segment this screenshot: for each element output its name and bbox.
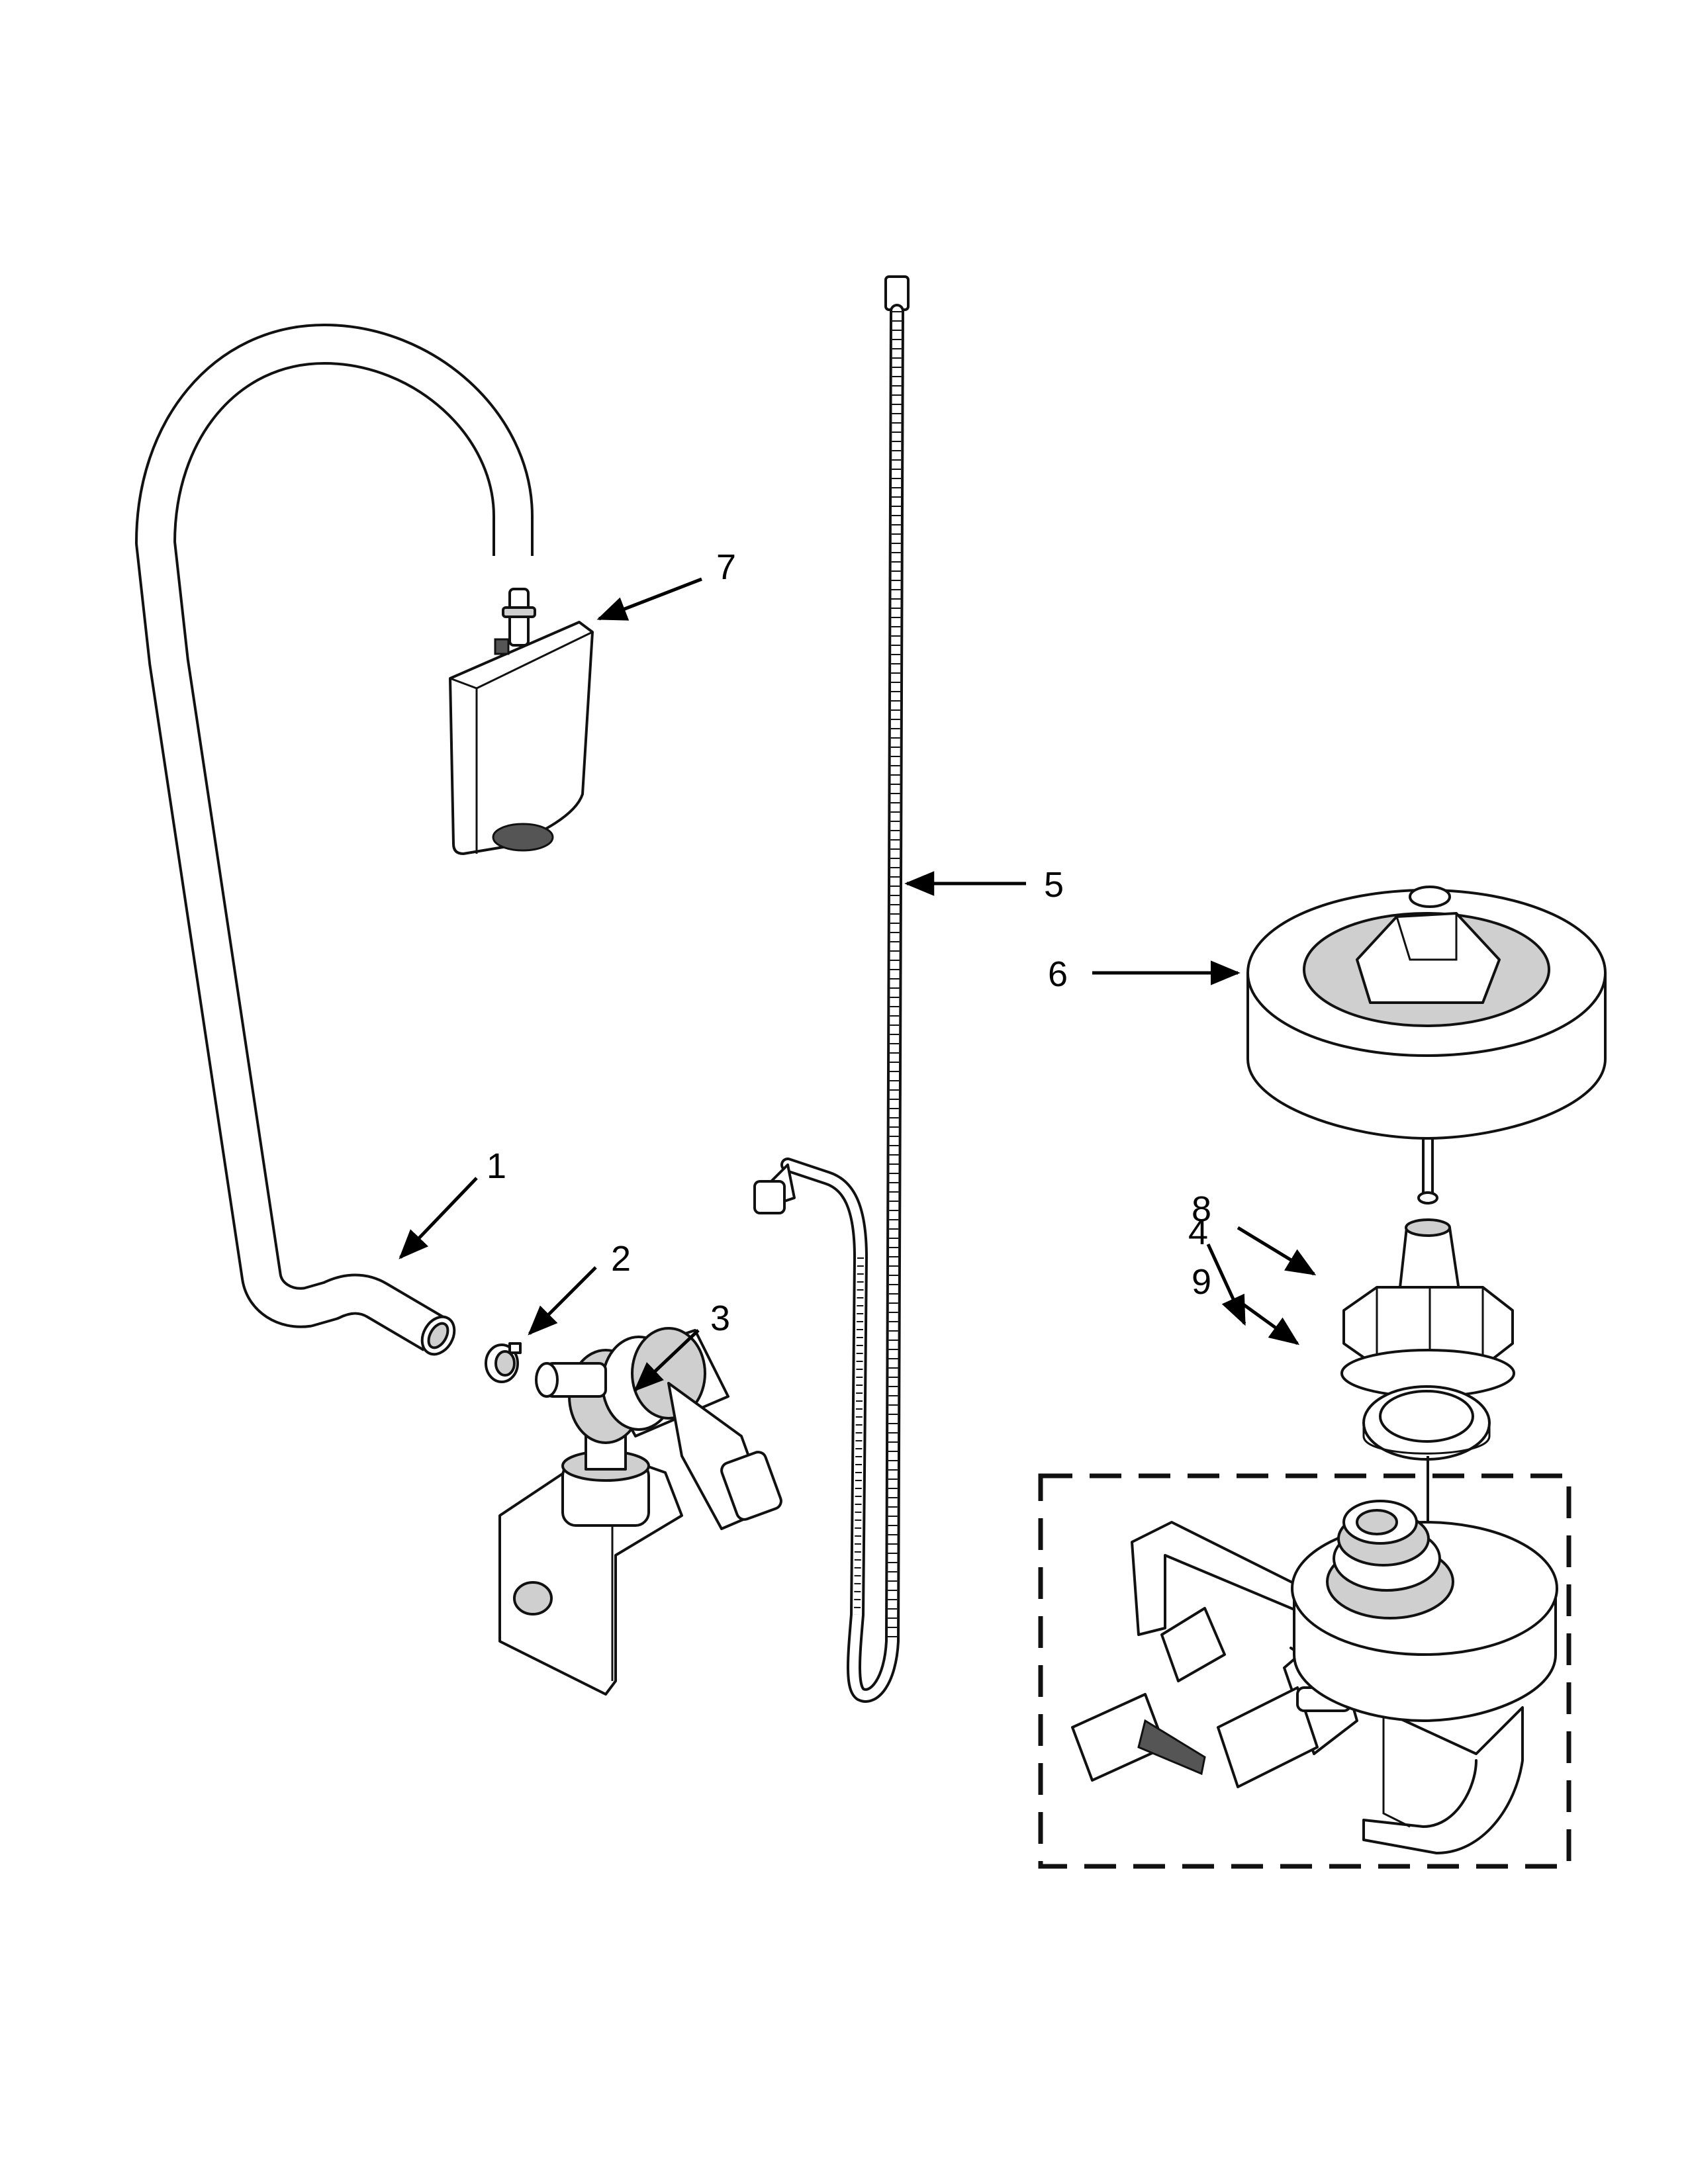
assembly-group-box <box>1038 1473 1571 1869</box>
leader-7 <box>596 577 702 621</box>
callout-3: 3 <box>710 1298 730 1338</box>
part-3-inlet-valve[interactable] <box>498 1327 783 1696</box>
callout-labels: 1 2 3 4 5 6 7 8 9 <box>487 547 1211 1338</box>
leader-9 <box>1237 1298 1300 1345</box>
part-8-nut-fitting[interactable] <box>1340 1218 1515 1398</box>
part-9-seal-ring[interactable] <box>1362 1385 1491 1461</box>
part-2-hose-clamp[interactable] <box>485 1342 522 1383</box>
part-1-drain-hose[interactable] <box>135 324 534 1360</box>
callout-leaders <box>399 577 1317 1392</box>
callout-8: 8 <box>1192 1189 1211 1229</box>
leader-3 <box>633 1329 700 1392</box>
part-6-float-cap[interactable] <box>1246 886 1607 1205</box>
leader-1 <box>399 1177 478 1259</box>
callout-4: 4 <box>1188 1212 1208 1252</box>
part-4-flood-switch-assembly[interactable] <box>1038 1473 1571 1869</box>
callout-6: 6 <box>1048 954 1068 994</box>
callout-2: 2 <box>611 1239 631 1279</box>
part-5-supply-tube[interactable] <box>753 275 910 1703</box>
callout-5: 5 <box>1044 865 1064 905</box>
leader-8 <box>1237 1226 1317 1276</box>
callout-7: 7 <box>716 547 736 587</box>
leader-4 <box>1206 1243 1246 1326</box>
callout-9: 9 <box>1192 1262 1211 1302</box>
callout-1: 1 <box>487 1146 506 1186</box>
leader-2 <box>528 1266 597 1336</box>
part-7-vent-box[interactable] <box>449 588 594 855</box>
